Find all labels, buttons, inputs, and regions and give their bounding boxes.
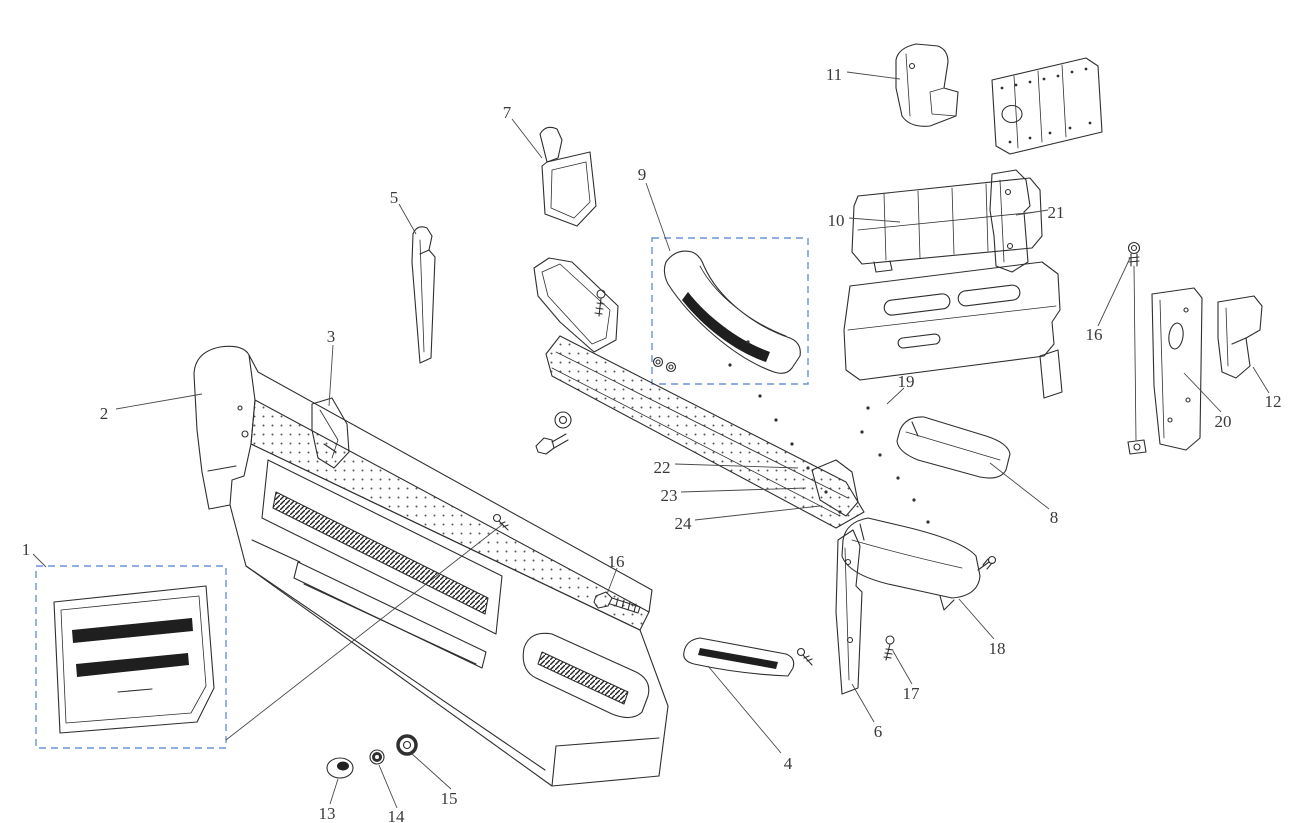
part-12-bracket	[1217, 295, 1263, 379]
callout-11: 11	[826, 65, 842, 84]
part-20-bracket	[1151, 287, 1203, 451]
step-plate-assembly	[533, 257, 865, 529]
detail-box-1-placement-line	[225, 523, 504, 741]
bolt-16-left	[593, 591, 641, 614]
callout-22: 22	[654, 458, 671, 477]
callout-5: 5	[390, 188, 399, 207]
crossmember-beam	[843, 261, 1063, 399]
misc-fasteners	[492, 289, 997, 571]
part-6-bracket	[835, 529, 863, 695]
part-21-bracket	[989, 169, 1031, 273]
callout-16-left: 16	[608, 552, 625, 571]
callout-7: 7	[503, 103, 512, 122]
part-10-beam	[851, 177, 1043, 273]
detail-box-part-9	[651, 237, 809, 385]
part-1-lower-panel	[53, 585, 215, 734]
part-3-bracket	[311, 397, 350, 469]
detail-box-part-1	[35, 565, 227, 749]
callout-12: 12	[1265, 392, 1282, 411]
callout-4: 4	[784, 754, 793, 773]
callout-18: 18	[989, 639, 1006, 658]
screw-17	[883, 635, 895, 661]
part-15-washer	[396, 734, 418, 756]
leader-lines	[32, 71, 1270, 809]
callout-15: 15	[441, 789, 458, 808]
callout-1: 1	[22, 540, 31, 559]
part-2-front-bumper	[193, 345, 669, 787]
rivet-dots	[728, 340, 930, 524]
part-4-trim-strip	[683, 637, 813, 677]
callout-17: 17	[903, 684, 921, 703]
part-14-nut	[369, 749, 385, 765]
part-5-bracket	[411, 226, 436, 364]
callout-2: 2	[100, 404, 109, 423]
bolt-16-right	[1127, 241, 1147, 455]
part-8-end-cap	[896, 416, 1011, 479]
callout-6: 6	[874, 722, 883, 741]
callout-labels: 1 2 3 4 5 6 7 8 9 10 11 12 13 14 15 16 1…	[22, 65, 1282, 823]
frame-rail-plate	[991, 57, 1103, 155]
callout-21: 21	[1048, 203, 1065, 222]
part-11-bracket	[895, 43, 959, 127]
part-9-corner-trim	[663, 250, 801, 374]
callout-14: 14	[388, 807, 406, 823]
callout-20: 20	[1215, 412, 1232, 431]
callout-9: 9	[638, 165, 647, 184]
callout-24: 24	[675, 514, 693, 533]
callout-19: 19	[898, 372, 915, 391]
part-13-cap	[326, 757, 354, 779]
callout-13: 13	[319, 804, 336, 823]
part-18-corner-piece	[841, 517, 981, 611]
callout-8: 8	[1050, 508, 1059, 527]
callout-23: 23	[661, 486, 678, 505]
callout-16-right: 16	[1086, 325, 1103, 344]
part-7-bracket	[539, 126, 597, 227]
callout-10: 10	[828, 211, 845, 230]
callout-3: 3	[327, 327, 336, 346]
